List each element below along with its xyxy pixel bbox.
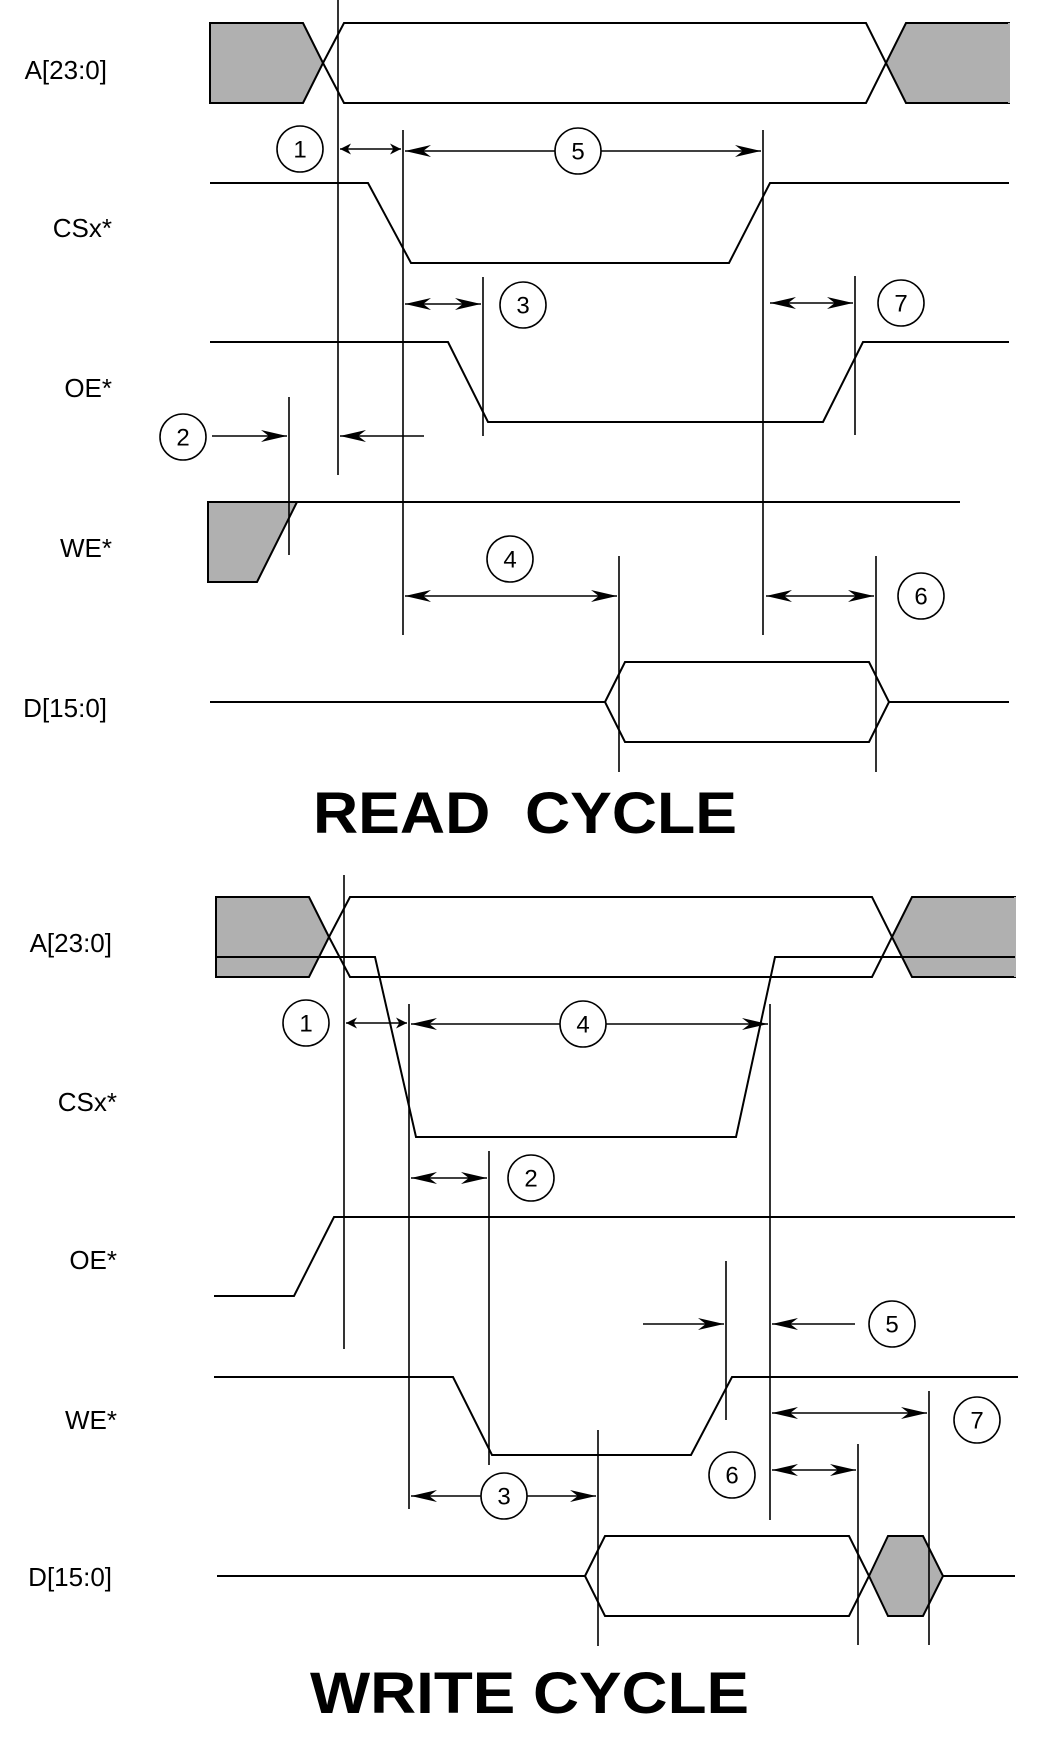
write-label-chip-select: CSx* xyxy=(58,1087,117,1117)
write-marker-6-label: 6 xyxy=(725,1463,738,1490)
write-marker-4: 4 xyxy=(559,1000,607,1048)
write-cycle: A[23:0] CSx* OE* WE* D[15:0] xyxy=(28,875,1018,1726)
write-marker-5: 5 xyxy=(868,1300,916,1348)
read-marker-6-label: 6 xyxy=(914,584,927,611)
write-marker-7-label: 7 xyxy=(970,1408,983,1435)
read-label-chip-select: CSx* xyxy=(53,213,112,243)
read-label-write-enable: WE* xyxy=(60,533,112,563)
read-address-invalid-start xyxy=(209,22,325,104)
write-marker-2-label: 2 xyxy=(524,1166,537,1193)
write-marker-1: 1 xyxy=(282,999,330,1047)
write-marker-6: 6 xyxy=(708,1451,756,1499)
write-label-data: D[15:0] xyxy=(28,1562,112,1592)
write-marker-5-label: 5 xyxy=(885,1312,898,1339)
read-marker-2-label: 2 xyxy=(176,425,189,452)
write-address-invalid-end xyxy=(890,896,1016,978)
write-marker-3-label: 3 xyxy=(497,1484,510,1511)
read-marker-1: 1 xyxy=(276,125,324,173)
read-cycle-title: READ CYCLE xyxy=(313,781,737,846)
read-marker-6: 6 xyxy=(897,572,945,620)
read-marker-7-label: 7 xyxy=(894,291,907,318)
write-marker-7: 7 xyxy=(953,1396,1001,1444)
read-label-data: D[15:0] xyxy=(23,693,107,723)
write-data-undefined xyxy=(867,1535,945,1617)
write-chip-select-waveform xyxy=(216,956,1015,1138)
read-cycle: A[23:0] CSx* OE* WE* D[15:0] xyxy=(23,0,1010,846)
write-address-invalid-start xyxy=(215,896,331,978)
read-marker-2: 2 xyxy=(159,413,207,461)
read-marker-1-label: 1 xyxy=(293,137,306,164)
write-write-enable-waveform xyxy=(214,1376,1018,1456)
read-marker-7: 7 xyxy=(877,279,925,327)
write-marker-1-label: 1 xyxy=(299,1011,312,1038)
read-chip-select-waveform xyxy=(210,182,1009,264)
write-label-write-enable: WE* xyxy=(65,1405,117,1435)
write-marker-2: 2 xyxy=(507,1154,555,1202)
write-address-valid xyxy=(327,896,894,978)
write-marker-3: 3 xyxy=(480,1472,528,1520)
read-marker-5-label: 5 xyxy=(571,139,584,166)
read-marker-5: 5 xyxy=(554,127,602,175)
read-marker-4-label: 4 xyxy=(503,547,516,574)
read-address-invalid-end xyxy=(884,22,1010,104)
write-marker-4-label: 4 xyxy=(576,1012,589,1039)
read-write-enable-undefined xyxy=(207,501,299,583)
read-output-enable-waveform xyxy=(210,341,1009,423)
write-cycle-title: WRITE CYCLE xyxy=(310,1661,749,1726)
write-data-valid xyxy=(583,1535,871,1617)
read-marker-4: 4 xyxy=(486,535,534,583)
write-output-enable-waveform xyxy=(214,1216,1015,1297)
read-data-valid xyxy=(603,661,891,743)
read-marker-3: 3 xyxy=(499,281,547,329)
read-label-address: A[23:0] xyxy=(25,55,107,85)
read-address-valid xyxy=(321,22,888,104)
write-label-address: A[23:0] xyxy=(30,928,112,958)
read-label-output-enable: OE* xyxy=(64,373,112,403)
write-label-output-enable: OE* xyxy=(69,1245,117,1275)
read-marker-3-label: 3 xyxy=(516,293,529,320)
